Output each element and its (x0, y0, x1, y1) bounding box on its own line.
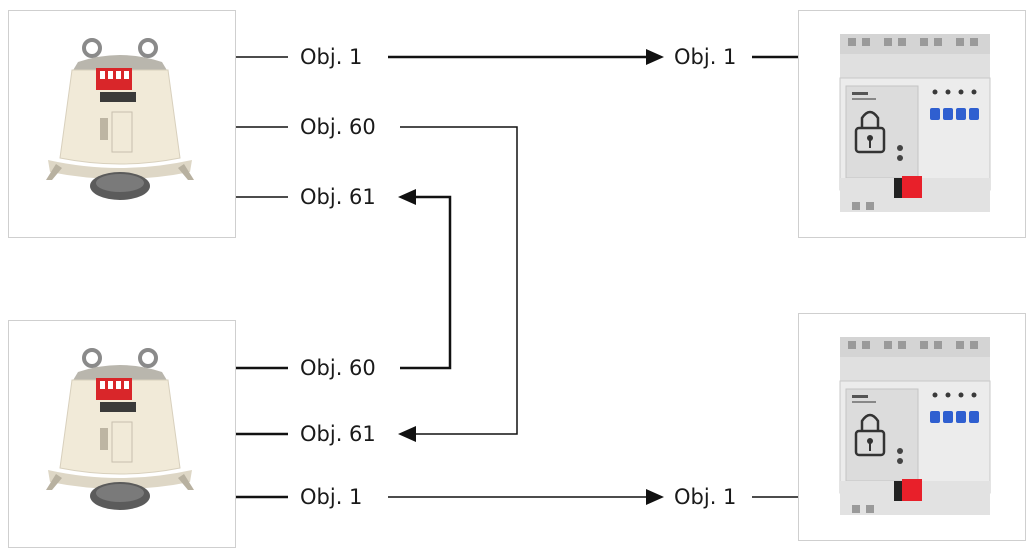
arrow-s2obj60-to-s1obj61 (400, 197, 450, 368)
label-actuator-top-obj1: Obj. 1 (674, 45, 736, 69)
presence-sensor-bottom (46, 350, 194, 510)
label-sensor-top-obj61: Obj. 61 (300, 185, 376, 209)
arrowhead-a1obj1 (646, 49, 664, 65)
arrowhead-s1obj61 (398, 189, 416, 205)
label-sensor-bottom-obj60: Obj. 60 (300, 356, 376, 380)
label-sensor-bottom-obj1: Obj. 1 (300, 485, 362, 509)
label-sensor-top-obj60: Obj. 60 (300, 115, 376, 139)
label-sensor-top-obj1: Obj. 1 (300, 45, 362, 69)
label-actuator-bottom-obj1: Obj. 1 (674, 485, 736, 509)
switch-actuator-bottom (840, 337, 990, 515)
switch-actuator-top (840, 34, 990, 212)
presence-sensor-top (46, 40, 194, 200)
arrow-s1obj60-to-s2obj61 (400, 127, 517, 434)
arrowhead-s2obj61 (398, 426, 416, 442)
arrowhead-a2obj1 (646, 489, 664, 505)
label-sensor-bottom-obj61: Obj. 61 (300, 422, 376, 446)
